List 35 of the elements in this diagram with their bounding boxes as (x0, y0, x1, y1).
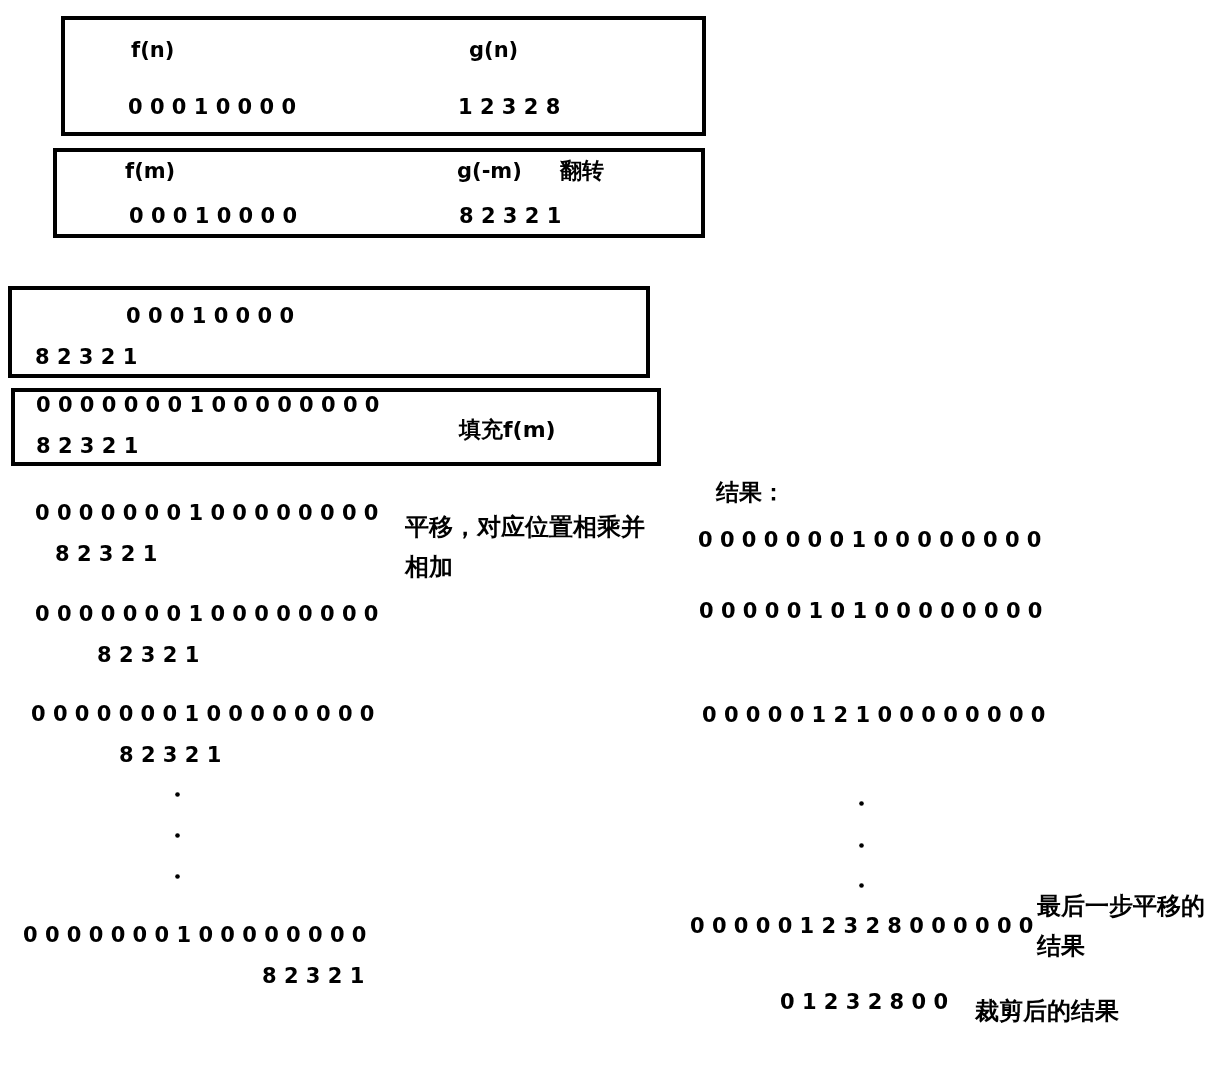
annotation-text: 裁剪后的结果 (975, 996, 1120, 1027)
number-sequence: 8 2 3 2 1 (262, 963, 365, 989)
number-sequence: 0 0 0 1 0 0 0 0 (126, 303, 295, 329)
bordered-panel (53, 148, 705, 238)
number-sequence: 0 0 0 1 0 0 0 0 (128, 94, 297, 120)
number-sequence: 0 0 0 0 0 0 0 1 0 0 0 0 0 0 0 0 (31, 701, 375, 727)
function-label: g(n) (469, 37, 519, 63)
function-label: g(-m) (457, 158, 522, 184)
number-sequence: 8 2 3 2 1 (36, 433, 139, 459)
number-sequence: 0 0 0 0 0 0 0 1 0 0 0 0 0 0 0 0 (36, 392, 380, 418)
number-sequence: 0 1 2 3 2 8 0 0 (780, 989, 949, 1015)
function-label: f(m) (125, 158, 176, 184)
annotation-text: 平移，对应位置相乘并相加 (405, 512, 646, 583)
bordered-panel (8, 286, 650, 378)
function-label: f(n) (131, 37, 175, 63)
number-sequence: 0 0 0 0 0 1 0 1 0 0 0 0 0 0 0 0 (699, 598, 1043, 624)
annotation-text: 填充f(m) (459, 416, 556, 444)
result-heading: 结果： (716, 478, 785, 507)
annotation-text: 最后一步平移的结果 (1037, 891, 1206, 962)
number-sequence: 8 2 3 2 1 (97, 642, 200, 668)
number-sequence: 8 2 3 2 1 (459, 203, 562, 229)
bordered-panel (11, 388, 661, 466)
annotation-text: 翻转 (560, 157, 604, 185)
number-sequence: 8 2 3 2 1 (55, 541, 158, 567)
number-sequence: 1 2 3 2 8 (458, 94, 561, 120)
number-sequence: 0 0 0 0 0 0 0 1 0 0 0 0 0 0 0 0 (35, 601, 379, 627)
number-sequence: 0 0 0 1 0 0 0 0 (129, 203, 298, 229)
number-sequence: 0 0 0 0 0 0 0 1 0 0 0 0 0 0 0 0 (23, 922, 367, 948)
number-sequence: 8 2 3 2 1 (119, 742, 222, 768)
number-sequence: 0 0 0 0 0 1 2 3 2 8 0 0 0 0 0 0 (690, 913, 1034, 939)
number-sequence: 0 0 0 0 0 0 0 1 0 0 0 0 0 0 0 0 (35, 500, 379, 526)
number-sequence: 0 0 0 0 0 0 0 1 0 0 0 0 0 0 0 0 (698, 527, 1042, 553)
number-sequence: 8 2 3 2 1 (35, 344, 138, 370)
bordered-panel (61, 16, 706, 136)
number-sequence: 0 0 0 0 0 1 2 1 0 0 0 0 0 0 0 0 (702, 702, 1046, 728)
